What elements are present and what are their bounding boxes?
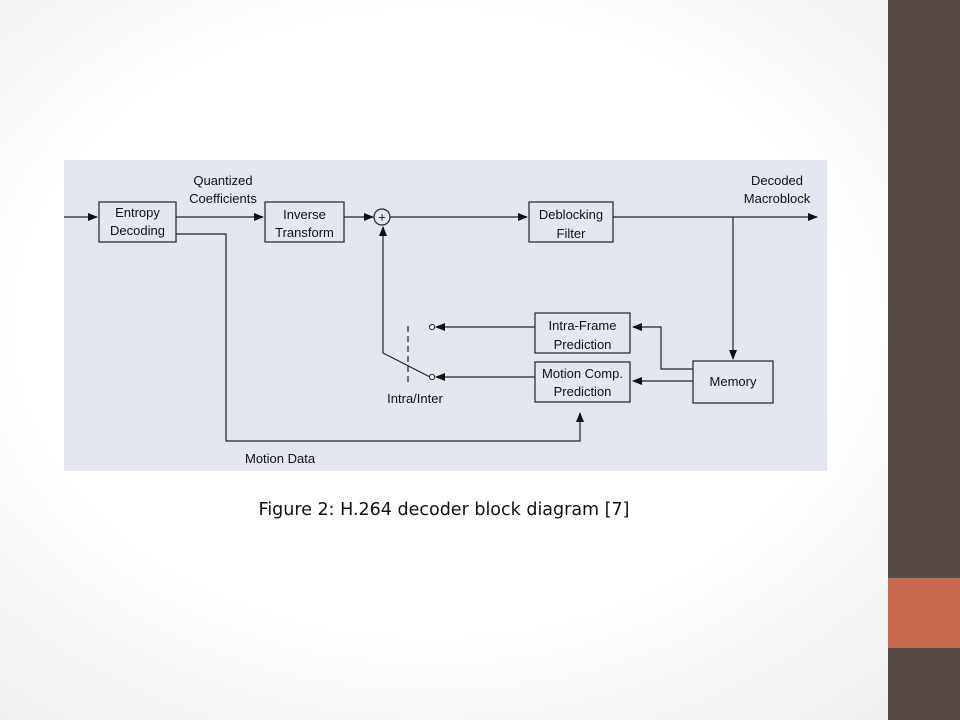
sidebar-accent-bar: [888, 578, 960, 648]
decoded-label-line2: Macroblock: [744, 191, 811, 206]
switch-contact-inter: [428, 373, 436, 381]
entropy-decoding-block: [98, 201, 177, 243]
motion-data-label: Motion Data: [245, 451, 316, 466]
entropy-label-line1: Entropy: [115, 205, 160, 220]
motion-label-line2: Prediction: [554, 384, 612, 399]
motion-label-line1: Motion Comp.: [542, 366, 623, 381]
intra-inter-label: Intra/Inter: [387, 391, 443, 406]
inverse-transform-block: [264, 201, 345, 243]
intra-frame-prediction-block: [534, 312, 631, 354]
inverse-label-line2: Transform: [275, 225, 334, 240]
intra-label-line1: Intra-Frame: [549, 318, 617, 333]
switch-arm: [382, 352, 431, 378]
intra-label-line2: Prediction: [554, 337, 612, 352]
figure-caption: Figure 2: H.264 decoder block diagram [7…: [258, 500, 630, 520]
quantized-label-line1: Quantized: [193, 173, 252, 188]
memory-to-intra-arrow: [632, 323, 693, 370]
decoded-label-line1: Decoded: [751, 173, 803, 188]
motion-data-arrow: [176, 233, 584, 442]
deblocking-label-line1: Deblocking: [539, 207, 603, 222]
inverse-label-line1: Inverse: [283, 207, 326, 222]
adder-symbol: +: [378, 210, 386, 225]
motion-comp-prediction-block: [534, 361, 631, 403]
quantized-label-line2: Coefficients: [189, 191, 257, 206]
deblocking-label-line2: Filter: [557, 226, 587, 241]
deblocking-filter-block: [528, 201, 614, 243]
decoder-block-diagram: + Entropy Decoding Inverse Transform Deb…: [64, 160, 827, 471]
entropy-label-line2: Decoding: [110, 223, 165, 238]
adder-circle: [373, 208, 391, 226]
memory-block: [692, 360, 774, 404]
memory-label: Memory: [710, 374, 757, 389]
switch-contact-intra: [428, 323, 436, 331]
